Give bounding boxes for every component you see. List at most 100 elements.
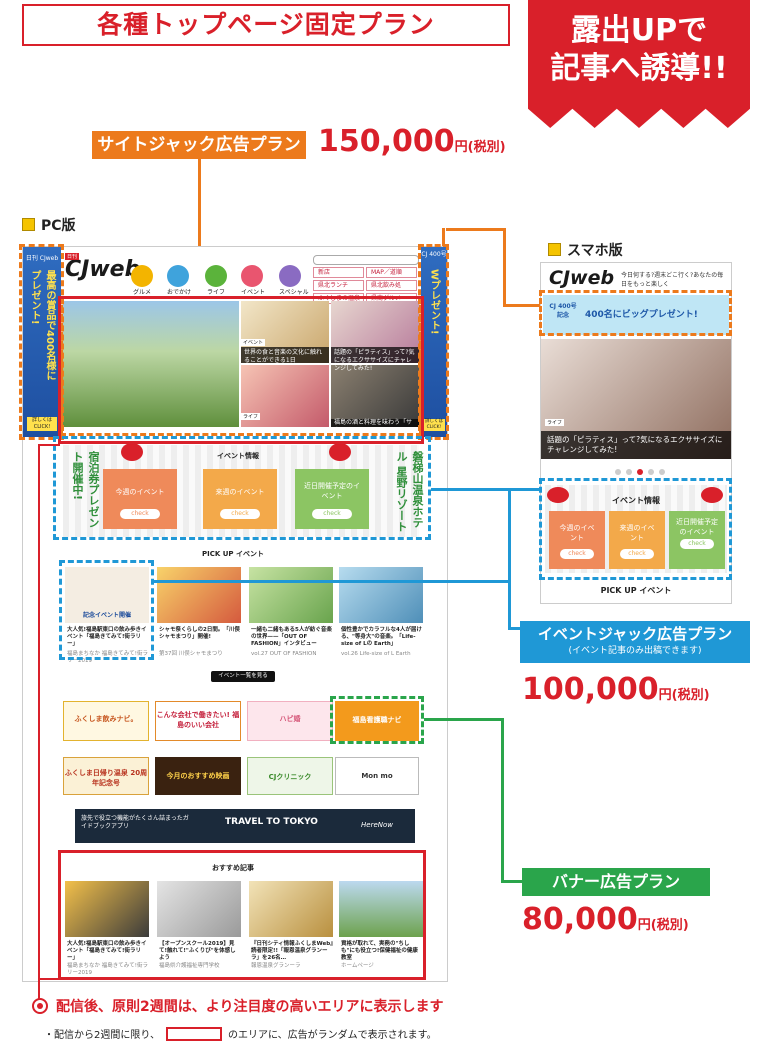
pickup-photo-4[interactable] bbox=[339, 567, 423, 623]
site-jack-tax: (税別) bbox=[467, 140, 506, 155]
banner-unit: 円 bbox=[637, 918, 651, 933]
ribbon-line-2: 記事へ誘導!! bbox=[550, 51, 728, 86]
hero-caption: 福島の酒と料理を味わう「サクメシ」 bbox=[331, 419, 419, 434]
event-jack-pickup-area bbox=[59, 560, 154, 660]
right-skin-button[interactable]: 詳しくはCLICK! bbox=[423, 419, 445, 431]
pickup-card-title[interactable]: 一緒も二緒もある5人が紡ぐ音楽の世界——「OUT OF FASHION」インタビ… bbox=[251, 627, 332, 647]
check-button[interactable]: check bbox=[560, 549, 594, 559]
pickup-photo-1[interactable]: 記念イベント開催 bbox=[65, 567, 149, 623]
banner-kango-navi[interactable]: 福島看護職ナビ bbox=[335, 701, 419, 741]
banner-monmo[interactable]: Mon mo bbox=[335, 757, 419, 795]
event-side-left-ad[interactable]: 宿泊券プレゼント開催中! bbox=[71, 451, 100, 528]
event-btn-label: 近日開催予定のイベント bbox=[304, 482, 360, 500]
site-jack-amount: 150,000 bbox=[318, 124, 455, 159]
sp-banner-ad[interactable]: CJ 400号記念 400名にビッグプレゼント! bbox=[543, 295, 729, 335]
footer-note-main: 配信後、原則2週間は、より注目度の高いエリアに表示します bbox=[56, 999, 444, 1015]
odekake-icon bbox=[167, 265, 189, 287]
left-skin-ad[interactable]: 日刊 CJweb 最高の賞品で400名様にプレゼント! 詳しくはCLICK! bbox=[23, 247, 61, 437]
footer-note-sub: ・配信から2週間に限り、 のエリアに、広告がランダムで表示されます。 bbox=[44, 1026, 437, 1041]
rec-card-sub: 福島県介護福祉専門学校 bbox=[159, 963, 220, 969]
rec-photo-2[interactable] bbox=[157, 881, 241, 937]
rec-card-sub: ホームページ bbox=[341, 963, 374, 969]
rec-card-title[interactable]: 『日刊シティ情報ふくしまWeb』読者限定!!「報恩温泉グランーラ」を26名… bbox=[251, 941, 333, 961]
sp-carousel-dots[interactable] bbox=[615, 469, 665, 475]
banner-clinic[interactable]: CJクリニック bbox=[247, 757, 333, 795]
pickup-photo-3[interactable] bbox=[249, 567, 333, 623]
rec-card-title[interactable]: 資格が取れて、実務の"ちしも"にも役立つ!保健福祉の健康教室 bbox=[341, 941, 418, 961]
event-btn-this-week[interactable]: 今週のイベント check bbox=[103, 469, 177, 529]
site-jack-unit: 円 bbox=[454, 140, 468, 155]
sp-event-btn-upcoming[interactable]: 近日開催予定のイベント check bbox=[669, 511, 725, 569]
banner-onsen[interactable]: ふくしま日帰り温泉 20周年記念号 bbox=[63, 757, 149, 795]
menu-item[interactable]: 県北飲み処 bbox=[366, 280, 417, 291]
check-button[interactable]: check bbox=[120, 509, 160, 519]
more-events-button[interactable]: イベント一覧を見る bbox=[211, 671, 275, 682]
nav-item-special[interactable]: スペシャル bbox=[279, 265, 309, 296]
pickup-card-sub: vol.26 Life-size of L Earth bbox=[341, 651, 411, 657]
sp-logo[interactable]: CJweb bbox=[549, 267, 615, 289]
event-jack-price: 100,000円(税別) bbox=[522, 672, 710, 707]
sp-tagline: 今日何する?週末どこ行く?あなたの毎日をもっと楽しく bbox=[621, 272, 724, 288]
pickup-photo-2[interactable] bbox=[157, 567, 241, 623]
banner-wide-tokyo[interactable]: 旅先で役立つ機能がたくさん詰まったガイドブックアプリ TRAVEL TO TOK… bbox=[75, 809, 415, 843]
sp-event-btn-this-week[interactable]: 今週のイベント check bbox=[549, 511, 605, 569]
event-btn-upcoming[interactable]: 近日開催予定のイベント check bbox=[295, 469, 369, 529]
pickup-card-sub: 福島まちなか 福島きてみて!街ラリー2019 bbox=[67, 651, 148, 664]
pc-mockup: 日刊 CJweb 最高の賞品で400名様にプレゼント! 詳しくはCLICK! C… bbox=[22, 246, 448, 982]
pc-logo[interactable]: CJweb bbox=[65, 257, 141, 282]
check-button[interactable]: check bbox=[680, 539, 714, 549]
priority-area-bottom bbox=[58, 850, 426, 980]
sp-hero-caption: 話題の「ピラティス」って?気になるエクササイズにチャレンジしてみた! bbox=[541, 431, 731, 459]
nav-item-life[interactable]: ライフ bbox=[205, 265, 228, 296]
event-title: イベント情報 bbox=[217, 452, 259, 460]
left-skin-button[interactable]: 詳しくはCLICK! bbox=[27, 417, 57, 431]
sp-mockup: CJweb 今日何する?週末どこ行く?あなたの毎日をもっと楽しく CJ 400号… bbox=[540, 262, 732, 604]
banner-nomi-navi[interactable]: ふくしま飲みナビ。 bbox=[63, 701, 149, 741]
nav-item-odekake[interactable]: おでかけ bbox=[167, 265, 191, 296]
pickup-image-text: 記念イベント開催 bbox=[82, 612, 131, 619]
check-button[interactable]: check bbox=[312, 509, 352, 519]
hero-photo-crowd[interactable] bbox=[331, 365, 419, 427]
right-skin-ad[interactable]: CJ 400号 Wプレゼント! 詳しくはCLICK! bbox=[421, 247, 447, 437]
left-skin-top: 日刊 CJweb bbox=[25, 255, 59, 262]
banner-movie[interactable]: 今月のおすすめ映画 bbox=[155, 757, 241, 795]
banner-plan-label: バナー広告プラン bbox=[522, 868, 710, 896]
nav-label: スペシャル bbox=[279, 289, 309, 296]
banner-iikaisha[interactable]: こんな会社で働きたい! 福島のいい会社 bbox=[155, 701, 241, 741]
event-btn-label: 来週のイベント bbox=[619, 524, 655, 542]
event-side-right-ad[interactable]: 磐梯山温泉ホテル 星野リゾート bbox=[395, 451, 424, 532]
menu-item[interactable]: 県北ランチ bbox=[313, 280, 364, 291]
banner-hapikon[interactable]: ハピ婚 bbox=[247, 701, 333, 741]
footer-note-sub-before: ・配信から2週間に限り、 bbox=[44, 1030, 160, 1041]
right-skin-top: CJ 400号 bbox=[421, 251, 447, 258]
check-button[interactable]: check bbox=[220, 509, 260, 519]
rec-photo-1[interactable] bbox=[65, 881, 149, 937]
hero-photo-main[interactable] bbox=[63, 301, 239, 427]
event-btn-label: 今週のイベント bbox=[559, 524, 595, 542]
rec-card-title[interactable]: 大人気!福島駅東口の飲み歩きイベント「福島きてみて!街ラリー」 bbox=[67, 941, 147, 961]
special-icon bbox=[279, 265, 302, 287]
pickup-card-title[interactable]: シャモ祭くらしの2日間。「川俣シャモまつり」開催! bbox=[159, 627, 240, 640]
rec-photo-3[interactable] bbox=[249, 881, 333, 937]
banner-tax: (税別) bbox=[650, 918, 689, 933]
pickup-card-title[interactable]: 個性豊かでカラフルな4人が届ける、"等身大"の音楽。「Life-size of … bbox=[341, 627, 422, 647]
sp-event-btn-next-week[interactable]: 来週のイベント check bbox=[609, 511, 665, 569]
akabeko-icon bbox=[329, 443, 351, 461]
menu-item[interactable]: MAP／道順 bbox=[366, 267, 417, 278]
menu-item[interactable]: 新店 bbox=[313, 267, 364, 278]
nav-label: ライフ bbox=[207, 289, 226, 296]
nav-item-gourmet[interactable]: グルメ bbox=[131, 265, 153, 296]
life-icon bbox=[205, 265, 228, 287]
event-jack-tax: (税別) bbox=[671, 688, 710, 703]
nav-item-event[interactable]: イベント bbox=[241, 265, 265, 296]
rec-card-title[interactable]: 【オープンスクール2019】見て!触れて!"ふくりび"を体感しよう bbox=[159, 941, 236, 961]
pickup-card-title[interactable]: 大人気!福島駅東口の飲み歩きイベント「福島きてみて!街ラリー」 bbox=[67, 627, 147, 647]
pc-search-input[interactable] bbox=[313, 255, 419, 265]
check-button[interactable]: check bbox=[620, 549, 654, 559]
event-jack-note: (イベント記事のみ出稿できます) bbox=[568, 646, 702, 656]
rec-photo-4[interactable] bbox=[339, 881, 423, 937]
sp-event-title: イベント情報 bbox=[612, 496, 660, 505]
event-btn-label: 今週のイベント bbox=[115, 488, 165, 496]
event-btn-label: 近日開催予定のイベント bbox=[676, 518, 718, 536]
